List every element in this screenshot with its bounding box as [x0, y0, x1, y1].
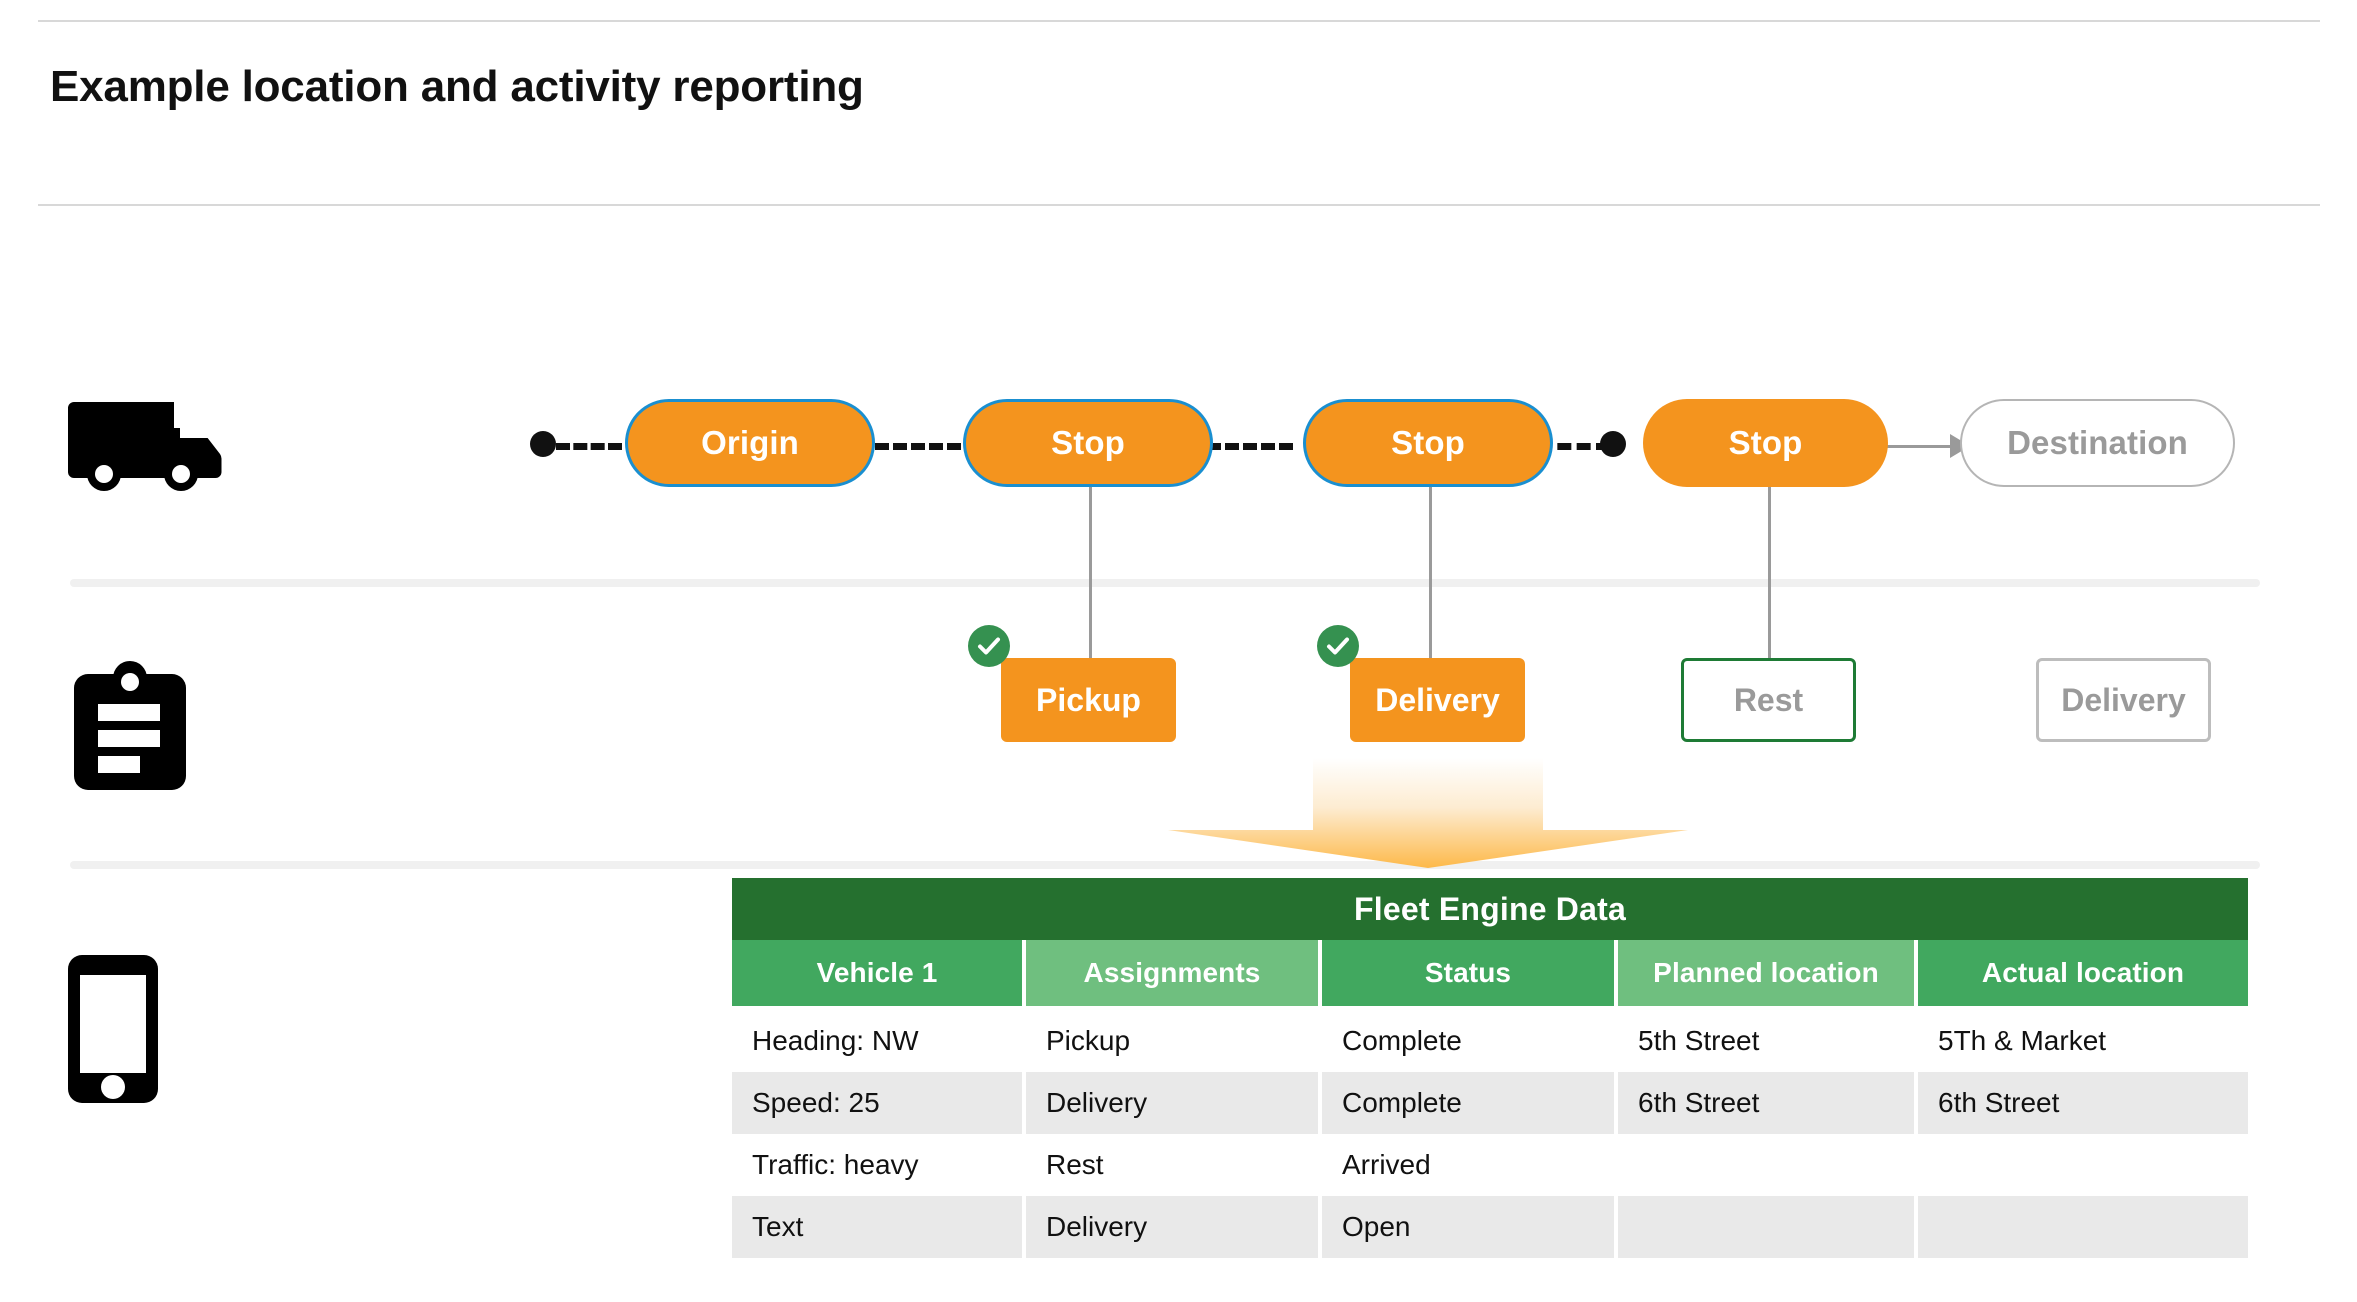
activity-box-rest[interactable]: Rest: [1681, 658, 1856, 742]
table-title: Fleet Engine Data: [732, 878, 2248, 940]
cell-actual-location: 6th Street: [1916, 1072, 2248, 1134]
cell-actual-location: [1916, 1196, 2248, 1258]
route-node-stop-2[interactable]: Stop: [1303, 399, 1553, 487]
column-header-vehicle[interactable]: Vehicle 1: [732, 940, 1026, 1010]
route-node-origin[interactable]: Origin: [625, 399, 875, 487]
activity-box-delivery-2[interactable]: Delivery: [2036, 658, 2211, 742]
column-header-actual-location[interactable]: Actual location: [1916, 940, 2248, 1010]
activity-label: Rest: [1733, 681, 1804, 718]
activity-label: Delivery: [2061, 681, 2186, 718]
table-header-row: Vehicle 1 Assignments Status Planned loc…: [732, 940, 2248, 1010]
table-row[interactable]: Traffic: heavy Rest Arrived: [732, 1134, 2248, 1196]
table-row[interactable]: Speed: 25 Delivery Complete 6th Street 6…: [732, 1072, 2248, 1134]
cell-vehicle: Traffic: heavy: [732, 1134, 1026, 1196]
route-node-stop-1[interactable]: Stop: [963, 399, 1213, 487]
cell-vehicle: Heading: NW: [732, 1008, 1026, 1072]
route-node-label: Stop: [1391, 424, 1465, 461]
activity-complete-check-icon-pickup: [968, 625, 1010, 667]
cell-assignment: Rest: [1024, 1134, 1322, 1196]
data-flow-arrow-icon: [1168, 758, 1688, 868]
route-node-destination[interactable]: Destination: [1960, 399, 2235, 487]
cell-vehicle: Text: [732, 1196, 1026, 1258]
truck-icon: [68, 402, 224, 497]
connector-stop2-delivery: [1429, 487, 1432, 659]
page-title: Example location and activity reporting: [50, 62, 864, 111]
column-header-assignments[interactable]: Assignments: [1024, 940, 1322, 1010]
cell-assignment: Delivery: [1024, 1072, 1322, 1134]
route-dash-1: [875, 443, 961, 450]
cell-status: Complete: [1320, 1008, 1618, 1072]
cell-planned-location: 5th Street: [1616, 1008, 1918, 1072]
header-divider-bottom: [38, 204, 2320, 206]
cell-status: Open: [1320, 1196, 1618, 1258]
section-divider-activity-data: [70, 861, 2260, 869]
cell-vehicle: Speed: 25: [732, 1072, 1026, 1134]
column-header-status[interactable]: Status: [1320, 940, 1618, 1010]
route-node-label: Origin: [701, 424, 799, 461]
route-node-label: Stop: [1051, 424, 1125, 461]
cell-planned-location: [1616, 1134, 1918, 1196]
cell-actual-location: 5Th & Market: [1916, 1008, 2248, 1072]
cell-assignment: Pickup: [1024, 1008, 1322, 1072]
route-node-stop-3[interactable]: Stop: [1643, 399, 1888, 487]
smartphone-icon: [68, 955, 158, 1108]
section-divider-route-activity: [70, 579, 2260, 587]
table-row[interactable]: Heading: NW Pickup Complete 5th Street 5…: [732, 1008, 2248, 1072]
header-divider-top: [38, 20, 2320, 22]
cell-actual-location: [1916, 1134, 2248, 1196]
fleet-engine-data-table: Fleet Engine Data Vehicle 1 Assignments …: [732, 878, 2248, 1258]
cell-planned-location: [1616, 1196, 1918, 1258]
activity-label: Pickup: [1036, 681, 1141, 718]
route-start-dot: [530, 431, 556, 457]
route-dash-0: [556, 443, 622, 450]
activity-complete-check-icon-delivery: [1317, 625, 1359, 667]
connector-stop1-pickup: [1089, 487, 1092, 659]
connector-stop3-rest: [1768, 487, 1771, 659]
activity-label: Delivery: [1375, 681, 1500, 718]
cell-status: Arrived: [1320, 1134, 1618, 1196]
column-header-planned-location[interactable]: Planned location: [1616, 940, 1918, 1010]
route-mid-dot: [1600, 431, 1626, 457]
activity-box-pickup[interactable]: Pickup: [1001, 658, 1176, 742]
cell-assignment: Delivery: [1024, 1196, 1322, 1258]
table-row[interactable]: Text Delivery Open: [732, 1196, 2248, 1258]
cell-planned-location: 6th Street: [1616, 1072, 1918, 1134]
cell-status: Complete: [1320, 1072, 1618, 1134]
route-node-label: Stop: [1728, 424, 1803, 461]
activity-box-delivery-1[interactable]: Delivery: [1350, 658, 1525, 742]
route-dash-2: [1207, 443, 1293, 450]
route-node-label: Destination: [2007, 424, 2188, 461]
clipboard-icon: [68, 660, 192, 795]
